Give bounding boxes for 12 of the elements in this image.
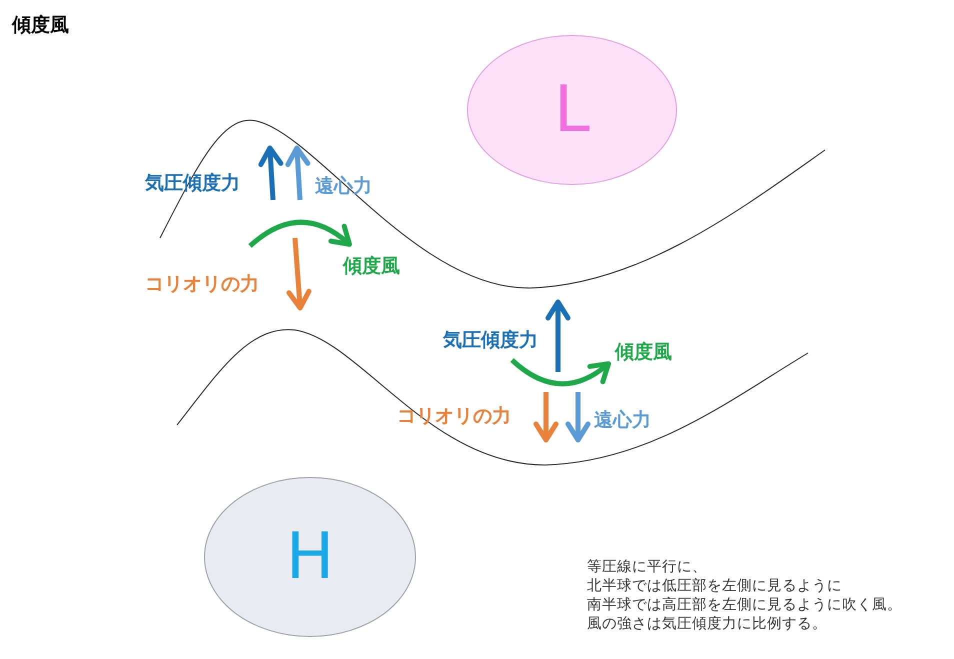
- note-text: 等圧線に平行に、: [587, 558, 707, 577]
- note-text: 南半球では高圧部を左側に見るように吹く風。: [587, 596, 902, 615]
- title: 傾度風: [12, 13, 69, 38]
- force-label: 遠心力: [594, 409, 651, 431]
- pressure-letter: H: [286, 522, 334, 592]
- force-label: 気圧傾度力: [443, 329, 538, 351]
- wind-label: 傾度風: [615, 341, 672, 363]
- note-text: 風の強さは気圧傾度力に比例する。: [587, 615, 827, 634]
- pressure-letter: L: [554, 75, 590, 145]
- force-label: コリオリの力: [145, 273, 259, 295]
- note-text: 北半球では低圧部を左側に見るように: [587, 577, 842, 596]
- wind-label: 傾度風: [343, 255, 400, 277]
